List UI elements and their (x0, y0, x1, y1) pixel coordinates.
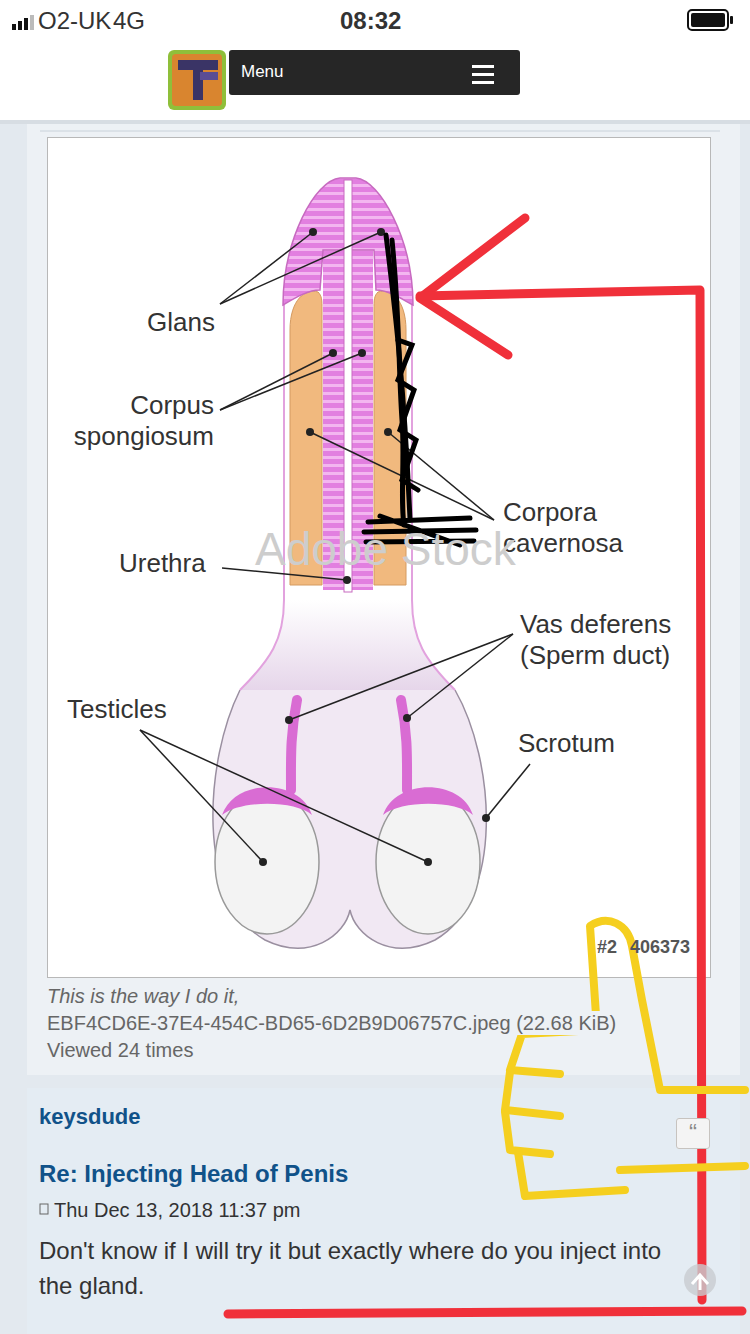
stock-number: #2 (597, 937, 617, 959)
part-name: Corpora cavernosa (503, 497, 663, 559)
network-type: 4G (113, 7, 145, 36)
part-name: Testicles (67, 694, 167, 725)
part-name: Urethra (119, 548, 206, 579)
stock-number: 406373 (630, 937, 690, 959)
author-name: keysdude (39, 1104, 141, 1130)
post-date: Thu Dec 13, 2018 11:37 pm (54, 1198, 300, 1222)
carrier: O2-UK (38, 7, 111, 36)
watermark: Adobe Stock (255, 522, 516, 577)
view-count: Viewed 24 times (47, 1038, 193, 1062)
quote-button: “ (676, 1118, 710, 1149)
clock: 08:32 (340, 7, 401, 36)
file-name: EBF4CD6E-37E4-454C-BD65-6D2B9D06757C.jpe… (47, 1011, 616, 1035)
menu-bar: Menu (229, 50, 520, 95)
image-caption: This is the way I do it, (47, 984, 239, 1008)
part-name: Glans (147, 307, 215, 338)
part-name: Scrotum (518, 728, 615, 759)
node-text: “ (677, 1120, 709, 1146)
post-body: Don't know if I will try it but exactly … (39, 1233, 699, 1303)
part-name: Corpus spongiosum (44, 390, 214, 452)
post-title: Re: Injecting Head of Penis (39, 1160, 348, 1189)
hamburger-icon (465, 60, 501, 90)
part-name: Vas deferens (Sperm duct) (520, 609, 710, 671)
